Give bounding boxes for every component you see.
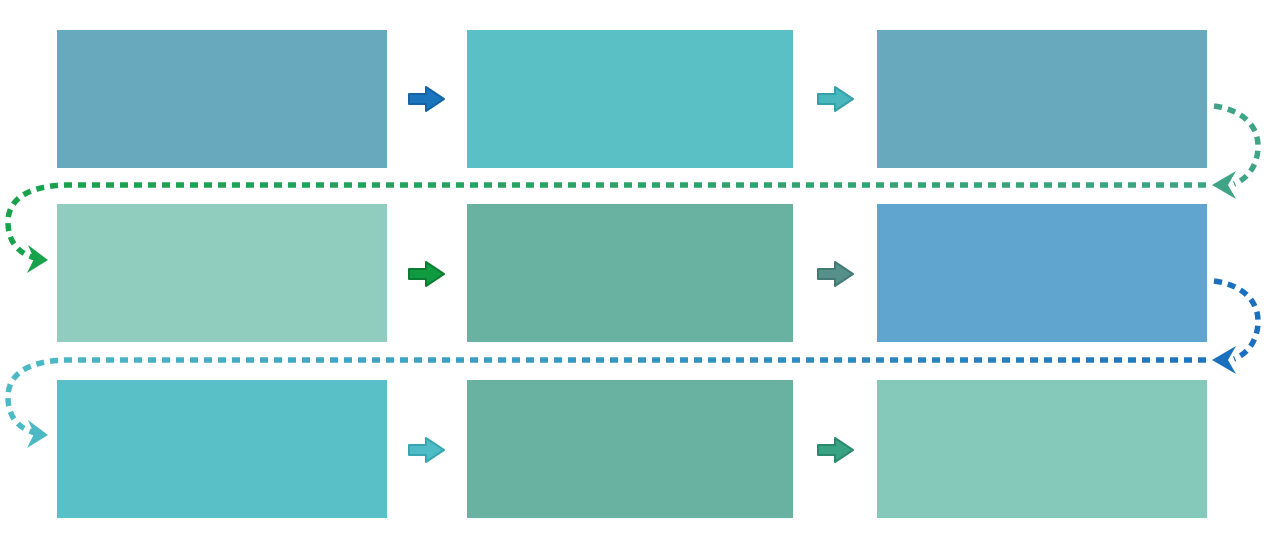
right-arrow-icon [408,437,445,463]
right-arrow-icon [817,261,854,287]
chevron-right-icon [27,245,48,273]
process-box-r2c3[interactable] [877,204,1207,342]
flow-arrow-row1-left [408,86,445,112]
right-arrow-icon [817,437,854,463]
wrap-connector-row1-to-row2 [5,103,1261,273]
chevron-left-icon [1212,346,1236,374]
process-box-r1c1[interactable] [57,30,387,168]
wrap-connector-row2-to-row3 [5,278,1261,448]
wrap-line [5,357,1206,437]
process-box-r3c3[interactable] [877,380,1207,518]
flow-arrow-row2-right [817,261,854,287]
wrap-entry-curve [1213,103,1261,187]
process-box-r2c2[interactable] [467,204,793,342]
wrap-line [5,182,1206,262]
right-arrow-icon [408,86,445,112]
flow-arrow-row3-left [408,437,445,463]
right-arrow-icon [408,261,445,287]
chevron-right-icon [27,420,48,448]
process-box-r1c2[interactable] [467,30,793,168]
process-box-r3c2[interactable] [467,380,793,518]
flow-arrow-row1-right [817,86,854,112]
flow-arrow-row3-right [817,437,854,463]
chevron-left-icon [1212,171,1236,199]
right-arrow-icon [817,86,854,112]
process-box-r2c1[interactable] [57,204,387,342]
flow-arrow-row2-left [408,261,445,287]
process-box-r3c1[interactable] [57,380,387,518]
process-box-r1c3[interactable] [877,30,1207,168]
wrap-entry-curve [1213,278,1261,362]
